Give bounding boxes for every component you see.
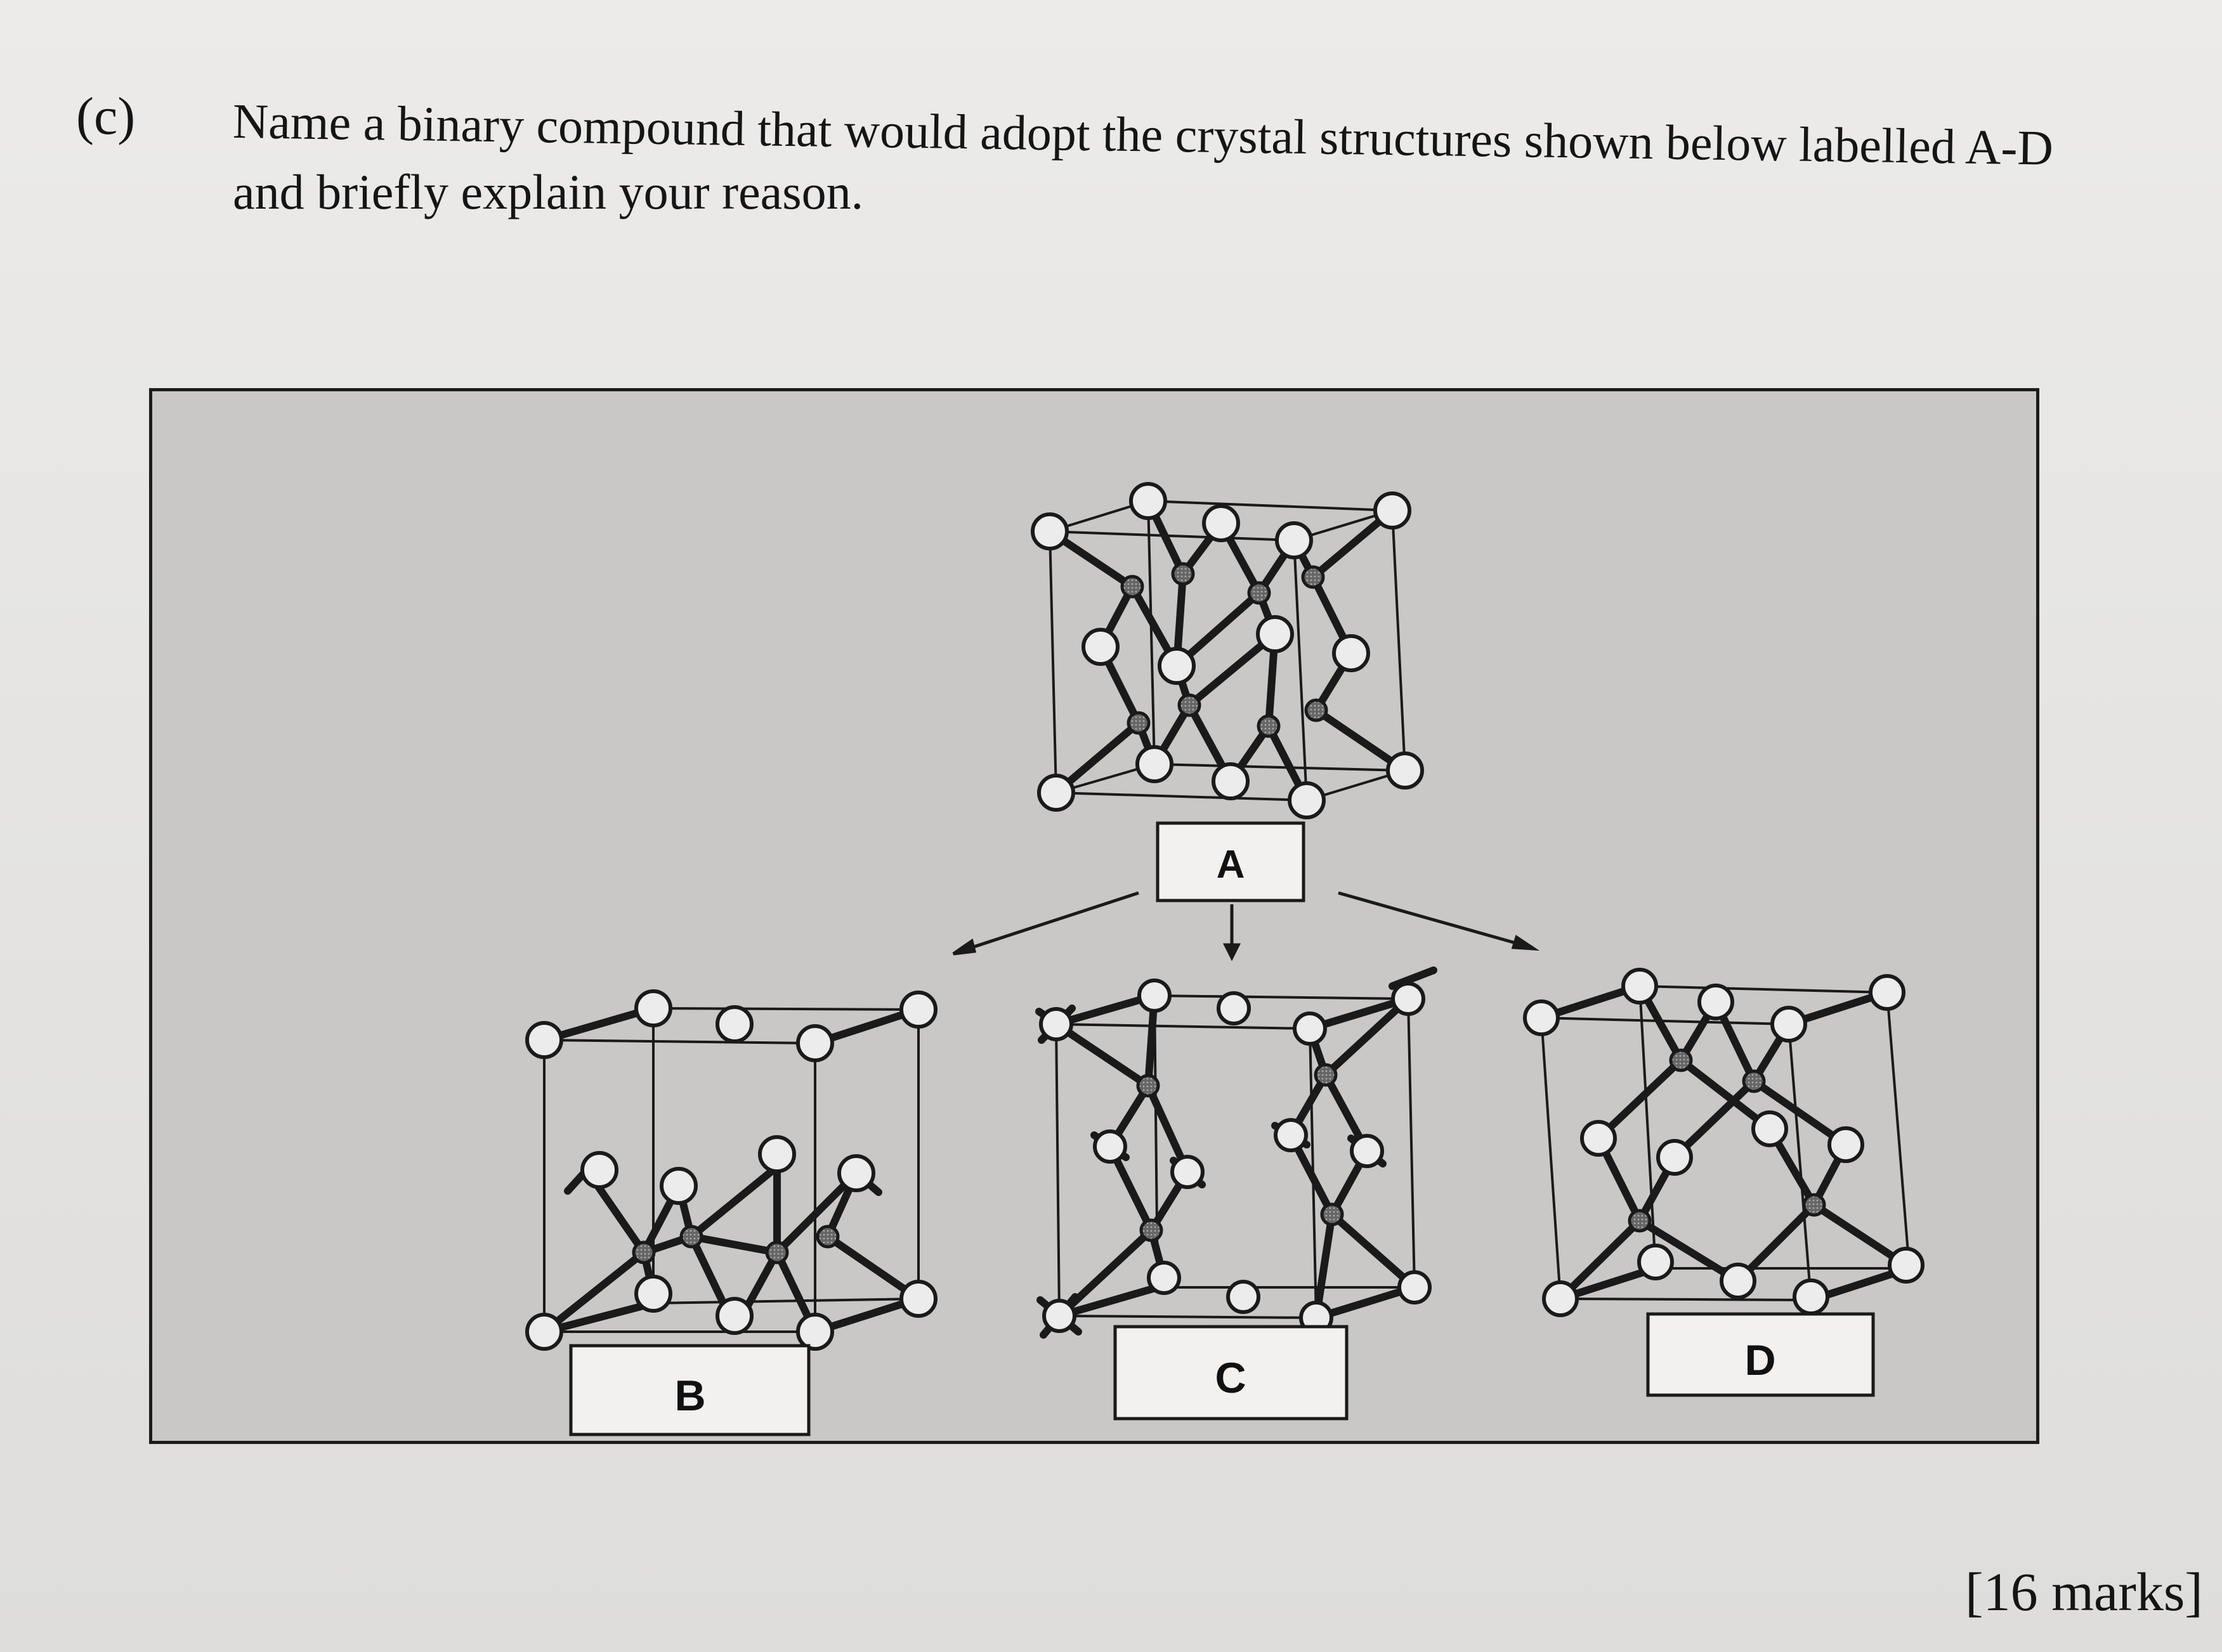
label-box-c: C	[1113, 1325, 1349, 1421]
structure-c	[1035, 966, 1437, 1339]
label-b: B	[674, 1372, 705, 1420]
question-text: Name a binary compound that would adopt …	[232, 86, 2072, 228]
label-a: A	[1217, 843, 1245, 887]
structure-d	[1523, 968, 1925, 1317]
structure-b	[525, 989, 938, 1351]
question-label: (c)	[76, 87, 136, 146]
structure-a	[1031, 482, 1424, 819]
label-box-b: B	[569, 1344, 811, 1436]
label-box-d: D	[1646, 1312, 1875, 1397]
label-d: D	[1744, 1336, 1775, 1384]
label-box-a: A	[1156, 821, 1305, 902]
label-c: C	[1215, 1354, 1246, 1402]
arrows	[952, 891, 1540, 961]
marks-total: [16 marks]	[1965, 1561, 2203, 1622]
question-line-2: and briefly explain your reason.	[233, 164, 864, 219]
